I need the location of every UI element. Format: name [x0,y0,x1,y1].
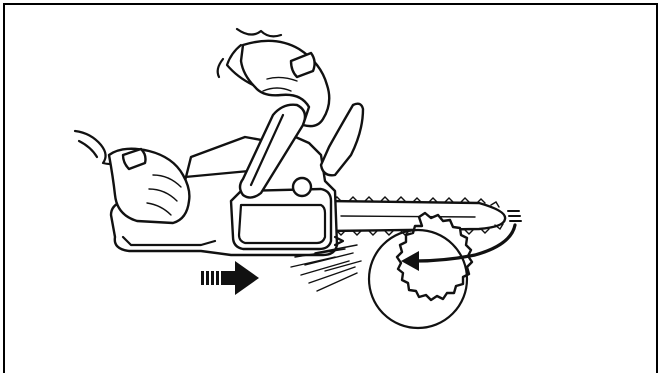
push-arrow [201,261,259,295]
chainsaw-illustration [5,5,656,371]
rear-hand [75,131,189,223]
figure-frame [3,3,658,373]
front-hand [218,29,330,126]
